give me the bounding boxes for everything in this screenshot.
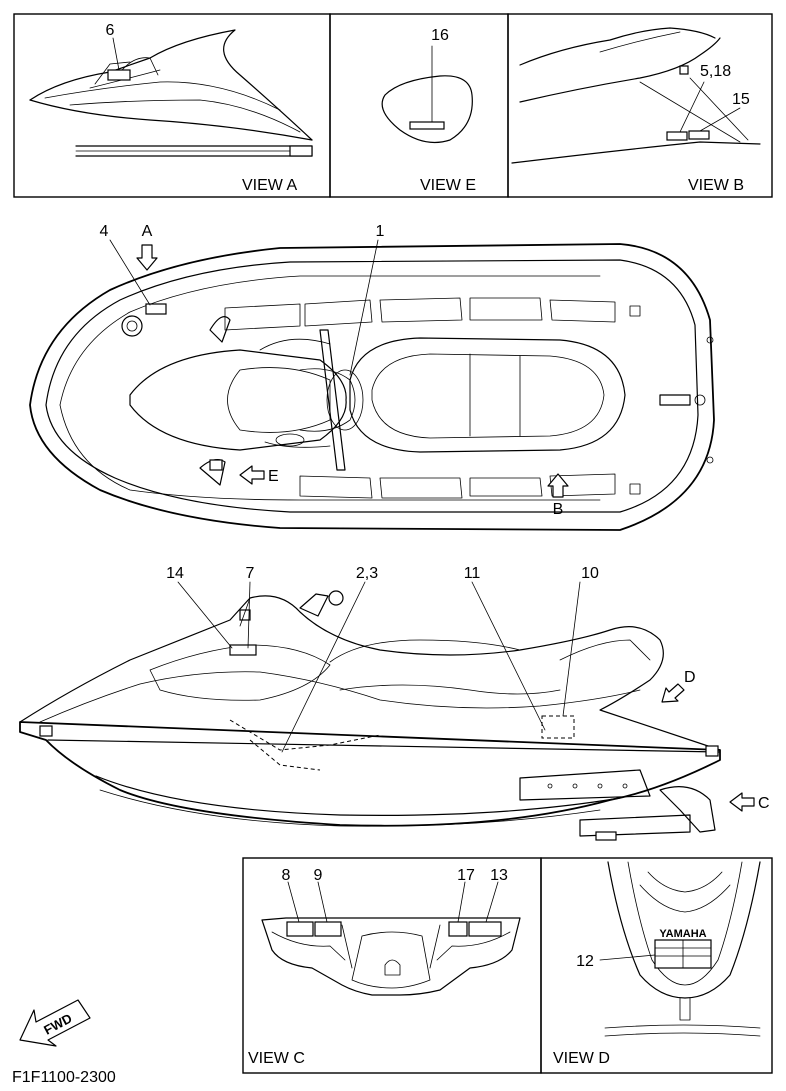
callout-16: 16 [431,27,449,44]
fwd-indicator: FWD [19,999,91,1047]
callout-12: 12 [576,953,594,970]
callout-17: 17 [457,867,475,884]
callout-15: 15 [732,91,750,108]
arrow-down-icon [136,244,158,271]
callout-1: 1 [376,223,385,240]
panel-view-e: 16 VIEW E [329,13,509,198]
arrow-left-c-icon [729,792,755,812]
yamaha-logo-text: YAMAHA [659,928,706,940]
callout-9: 9 [314,867,323,884]
panel-view-d: YAMAHA 12 VIEW D [540,857,773,1074]
arrow-left-icon [239,465,265,485]
arrow-up-icon [547,473,569,498]
callout-10: 10 [581,565,599,582]
callout-7: 7 [246,565,255,582]
view-d-label: VIEW D [553,1050,610,1067]
panel-view-c: 8 9 17 13 VIEW C [242,857,542,1074]
panel-view-b: 5,18 15 VIEW B [507,13,773,198]
top-view-callouts: 4 1 A E B [100,223,569,518]
direction-b-letter: B [553,501,564,518]
callout-11: 11 [464,565,481,582]
callout-14: 14 [166,565,184,582]
view-b-label: VIEW B [688,177,744,194]
direction-e-letter: E [268,468,279,485]
side-view-callouts: 14 7 2,3 11 10 D C [166,565,769,812]
side-view-hull [19,590,721,841]
direction-a-letter: A [142,223,153,240]
callout-6: 6 [106,22,115,39]
callout-4: 4 [100,223,109,240]
callout-2-3: 2,3 [356,565,378,582]
panel-view-a: 6 VIEW A [13,13,331,198]
direction-c-letter: C [758,795,770,812]
arrow-diagonal-icon [661,683,685,703]
direction-d-letter: D [684,669,696,686]
callout-13: 13 [490,867,508,884]
top-view-hull [29,243,715,531]
callout-5-18: 5,18 [700,63,731,80]
figure-code: F1F1100-2300 [12,1069,116,1086]
view-a-label: VIEW A [242,177,297,194]
view-e-label: VIEW E [420,177,476,194]
fwd-arrow-icon [19,999,91,1047]
callout-8: 8 [282,867,291,884]
view-c-label: VIEW C [248,1050,305,1067]
